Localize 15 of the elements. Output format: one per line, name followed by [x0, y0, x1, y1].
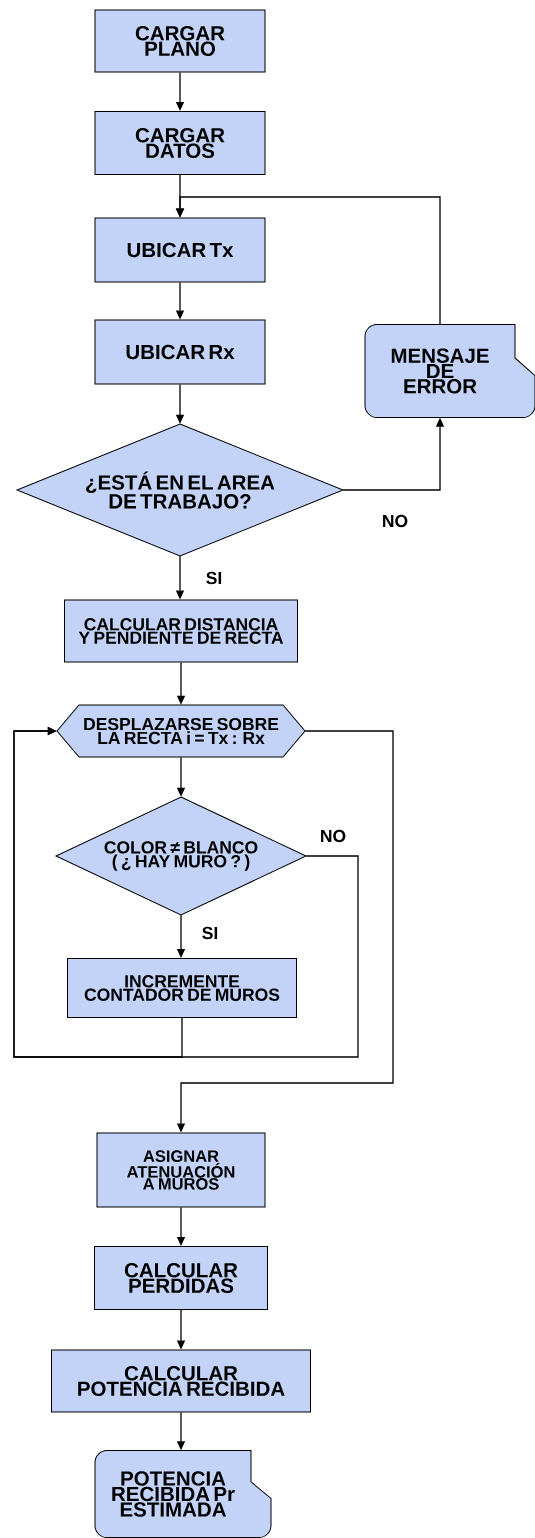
process-box: ASIGNAR ATENUACIÓN A MUROS — [96, 1132, 266, 1208]
edge-label: NO — [318, 828, 348, 844]
edge-label: SI — [200, 925, 220, 941]
process-box: UBICAR Tx — [94, 217, 266, 283]
process-box: CALCULAR PERDIDAS — [94, 1246, 268, 1310]
arrow — [13, 726, 183, 1058]
process-box: CALCULAR DISTANCIA Y PENDIENTE DE RECTA — [64, 599, 298, 663]
edge-label: NO — [380, 513, 410, 529]
process-box: INCREMENTE CONTADOR DE MUROS — [67, 958, 297, 1018]
edge-label: SI — [204, 570, 224, 586]
process-box: CARGAR DATOS — [94, 111, 266, 175]
process-box: CARGAR PLANO — [94, 9, 266, 73]
preparation-hexagon: DESPLAZARSE SOBRE LA RECTA i = Tx : Rx — [56, 704, 306, 758]
process-box: CALCULAR POTENCIA RECIBIDA — [51, 1349, 311, 1413]
process-box: UBICAR Rx — [94, 319, 266, 385]
